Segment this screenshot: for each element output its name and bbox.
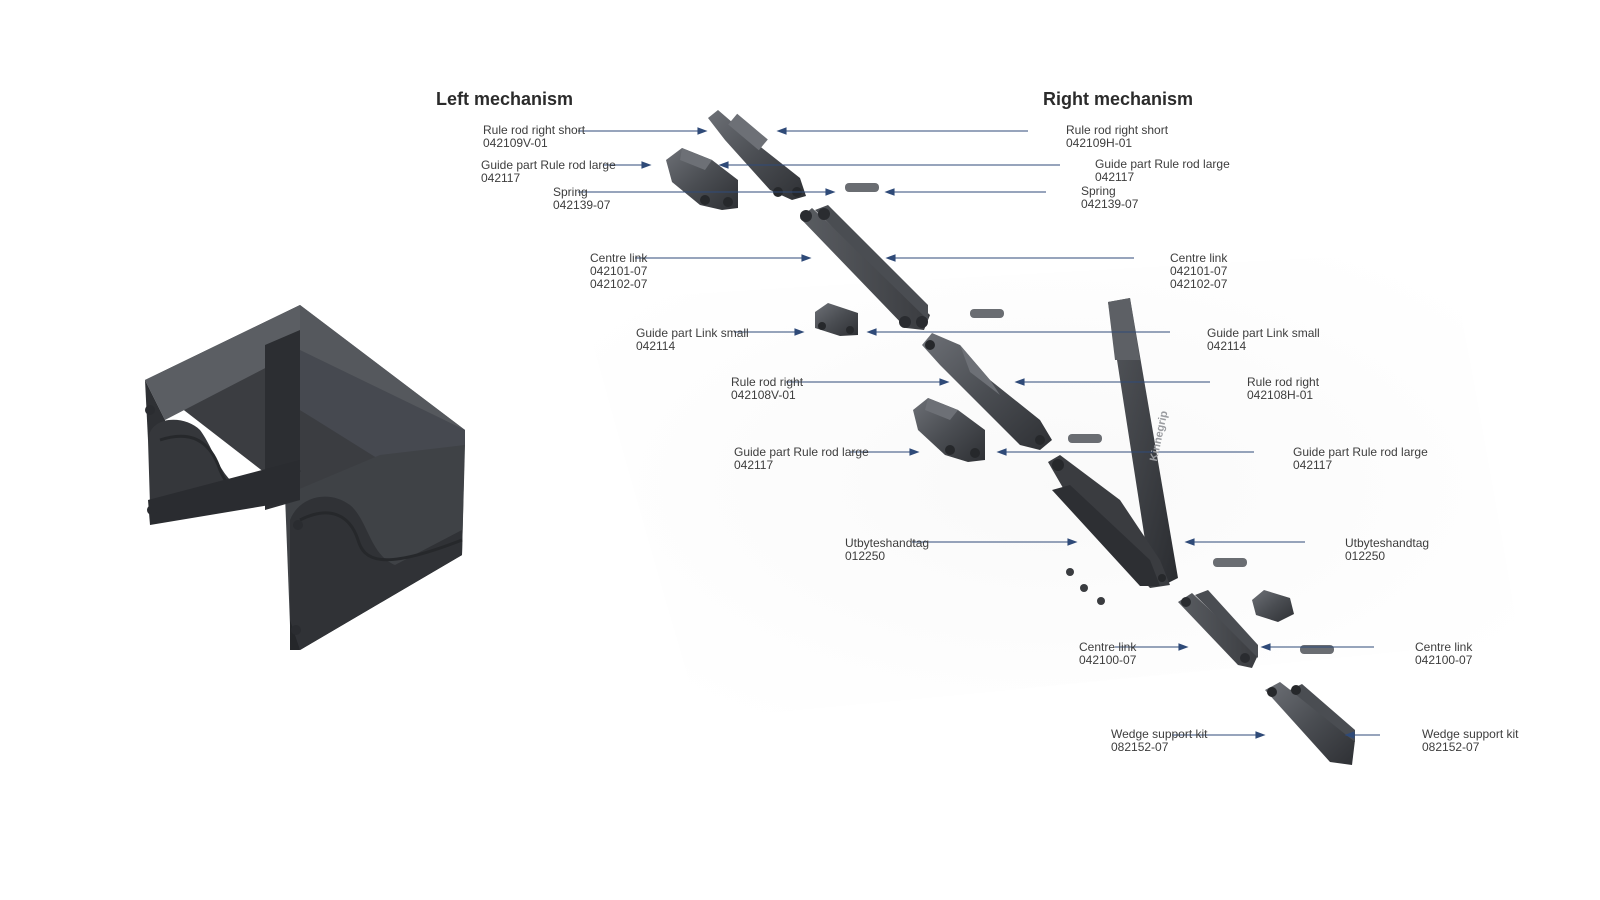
- part-guide-large-top: [666, 148, 738, 210]
- background-panel: [580, 250, 1520, 720]
- part-centre-link-top: [800, 205, 930, 330]
- heading-left-mechanism: Left mechanism: [436, 89, 574, 109]
- part-screws: [1066, 568, 1105, 605]
- heading-right-mechanism: Right mechanism: [1043, 89, 1194, 109]
- part-rule-rod-right: [922, 333, 1052, 450]
- part-spring-top: [845, 183, 879, 192]
- part-spring-lower: [1213, 558, 1247, 567]
- guide-part-closeup-image: [145, 305, 465, 650]
- part-spring-mid: [970, 309, 1004, 318]
- part-wedge-support: [1265, 682, 1355, 765]
- leader-lines: [578, 127, 1380, 739]
- part-spring-right: [1068, 434, 1102, 443]
- part-spring-bottom: [1300, 645, 1334, 654]
- part-guide-large-mid: [913, 398, 985, 462]
- part-centre-link-lower: [1178, 590, 1258, 668]
- part-handle: [1048, 298, 1178, 588]
- part-guide-small-right: [1252, 590, 1294, 622]
- part-guide-small-left: [815, 303, 858, 336]
